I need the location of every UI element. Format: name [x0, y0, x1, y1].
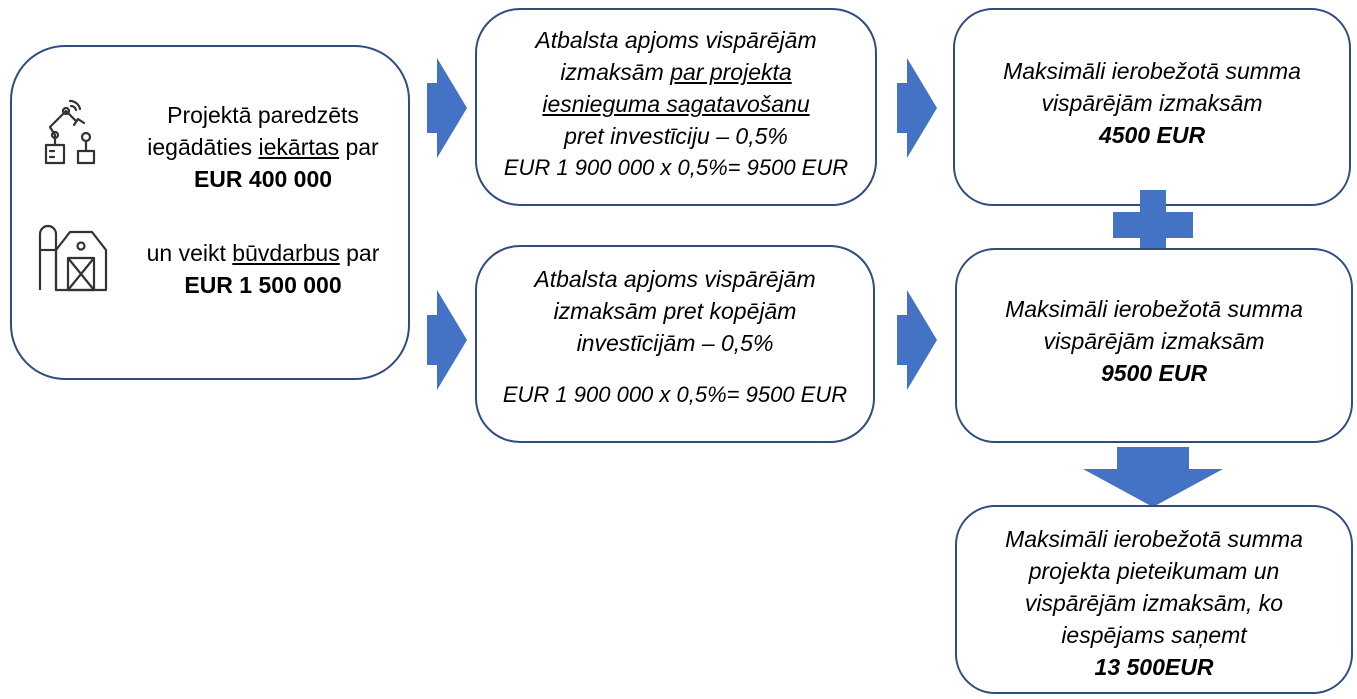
max-general-costs-box-1: [953, 8, 1351, 206]
equipment-line2-pre: iegādāties: [147, 134, 259, 160]
max-general-costs-text-2: Maksimāli ierobežotā summa vispārējām iz…: [957, 293, 1351, 389]
farm-barn-icon: [38, 224, 108, 292]
max2-line1: Maksimāli ierobežotā summa: [1005, 296, 1303, 322]
equipment-keyword: iekārtas: [258, 134, 340, 160]
app-line5: EUR 1 900 000 x 0,5%= 9500 EUR: [503, 155, 849, 180]
max1-line2: vispārējām izmaksām: [1041, 90, 1263, 116]
arrow-right-icon: [897, 58, 937, 158]
construction-line1-post: par: [339, 240, 380, 266]
app-line1: Atbalsta apjoms vispārējām: [535, 27, 817, 53]
total-line4: iespējams saņemt: [1061, 622, 1247, 648]
general-costs-investment-text: Atbalsta apjoms vispārējām izmaksām pret…: [477, 263, 873, 411]
arrow-right-icon: [427, 58, 467, 158]
equipment-line2-post: par: [339, 134, 379, 160]
app-line2-underlined: par projekta: [670, 59, 792, 85]
max-total-box: [955, 505, 1353, 694]
max-total-text: Maksimāli ierobežotā summa projekta piet…: [957, 523, 1351, 683]
app-line2-pre: izmaksām: [560, 59, 671, 85]
general-costs-investment-box: [475, 245, 875, 443]
inv-line1: Atbalsta apjoms vispārējām: [534, 266, 816, 292]
max-general-costs-box-2: [955, 248, 1353, 443]
input-box: [10, 45, 410, 380]
max2-line2: vispārējām izmaksām: [1043, 328, 1265, 354]
construction-text: un veikt būvdarbus par EUR 1 500 000: [118, 237, 408, 301]
max1-amount: 4500 EUR: [1098, 122, 1206, 148]
construction-line1: un veikt būvdarbus par: [118, 237, 408, 269]
arrow-right-icon: [427, 290, 467, 390]
app-line3: iesnieguma sagatavošanu: [542, 91, 810, 117]
equipment-line1: Projektā paredzēts: [167, 102, 359, 128]
equipment-amount: EUR 400 000: [193, 166, 333, 192]
total-line3: vispārējām izmaksām, ko: [1024, 590, 1284, 616]
max2-amount: 9500 EUR: [1100, 360, 1208, 386]
robot-arm-icon: [44, 99, 96, 165]
equipment-line2: iegādāties iekārtas par: [118, 131, 408, 163]
arrow-down-icon: [1083, 447, 1223, 507]
construction-line1-pre: un veikt: [146, 240, 233, 266]
general-costs-application-box: [475, 8, 877, 206]
total-line1: Maksimāli ierobežotā summa: [1005, 526, 1303, 552]
general-costs-application-text: Atbalsta apjoms vispārējām izmaksām par …: [477, 24, 875, 184]
plus-icon: [1113, 190, 1193, 260]
equipment-text: Projektā paredzēts iegādāties iekārtas p…: [118, 99, 408, 195]
app-line4: pret investīciju – 0,5%: [564, 123, 788, 149]
app-line2: izmaksām par projekta: [477, 56, 875, 88]
construction-keyword: būvdarbus: [232, 240, 340, 266]
inv-line2: izmaksām pret kopējām: [553, 298, 797, 324]
total-line2: projekta pieteikumam un: [1028, 558, 1280, 584]
total-amount: 13 500EUR: [1094, 654, 1214, 680]
max-general-costs-text-1: Maksimāli ierobežotā summa vispārējām iz…: [955, 55, 1349, 151]
inv-line4: EUR 1 900 000 x 0,5%= 9500 EUR: [502, 382, 848, 407]
max1-line1: Maksimāli ierobežotā summa: [1003, 58, 1301, 84]
arrow-right-icon: [897, 290, 937, 390]
construction-amount: EUR 1 500 000: [184, 272, 342, 298]
inv-line3: investīcijām – 0,5%: [576, 330, 774, 356]
